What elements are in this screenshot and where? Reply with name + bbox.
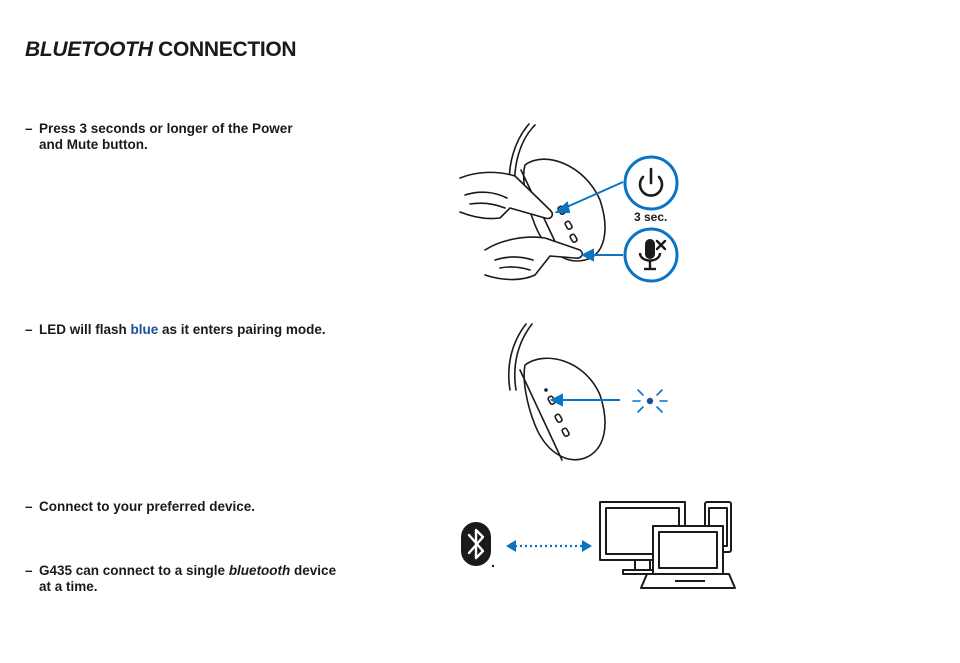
power-icon [623,155,679,211]
step-led: – LED will flash blue as it enters pairi… [25,322,355,338]
page-title: BLUETOOTH CONNECTION [25,38,297,62]
step-single-pre: G435 can connect to a single [39,563,229,578]
mute-mic-icon [623,227,679,283]
step-single-italic: bluetooth [228,563,291,578]
bullet-dash: – [25,499,33,514]
title-bluetooth: BLUETOOTH [25,38,153,61]
step-led-highlight: blue [130,322,159,337]
step-single-post: device at a time. [39,563,337,594]
step-led-post: as it enters pairing mode. [158,322,326,337]
headset-press-illustration [459,123,624,281]
laptop-icon [640,525,736,589]
bullet-dash: – [25,563,33,578]
headset-led-illustration [507,323,620,461]
step-single: – G435 can connect to a single bluetooth… [25,563,355,595]
press-duration-caption: 3 sec. [634,210,668,224]
devices-illustration [599,501,736,589]
step-connect-text: Connect to your preferred device. [39,499,256,514]
step-single-text: G435 can connect to a single bluetooth d… [39,563,349,595]
step-press: – Press 3 seconds or longer of the Power… [25,121,355,153]
bullet-dash: – [25,121,33,136]
step-led-pre: LED will flash [39,322,131,337]
step-led-text: LED will flash blue as it enters pairing… [39,322,355,338]
bluetooth-icon [461,522,495,568]
connection-arrow [506,540,592,552]
step-press-text: Press 3 seconds or longer of the Power a… [39,121,293,152]
step-connect: – Connect to your preferred device. [25,499,355,515]
bullet-dash: – [25,322,33,337]
title-connection: CONNECTION [152,38,297,61]
led-blink-icon [632,389,668,413]
